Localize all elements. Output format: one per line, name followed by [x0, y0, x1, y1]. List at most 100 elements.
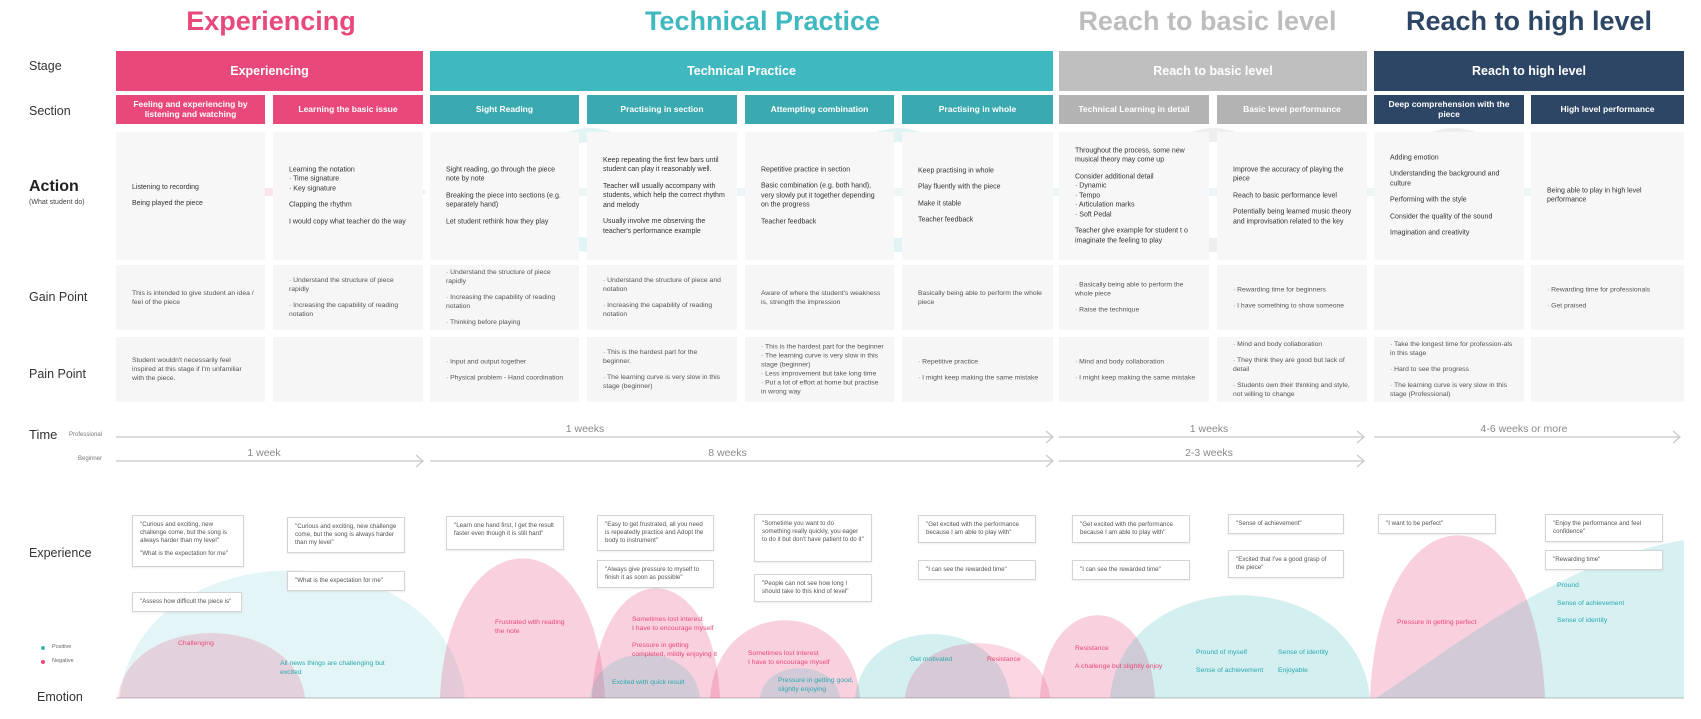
action-cell-3: Sight reading, go through the piece note… — [430, 132, 579, 260]
pain-item: · Repetitive practice — [918, 357, 979, 365]
pain-item: · The learning curve is very slow in thi… — [1390, 382, 1507, 399]
pain-cell-3: · Input and output together · Physical pr… — [430, 337, 579, 402]
quote-bubble: "Get excited with the performance becaus… — [918, 515, 1036, 544]
pain-cell-text: · Mind and body collaboration· They thin… — [1233, 340, 1357, 400]
emotion-curve-negative — [592, 588, 720, 698]
gain-cell-text: · Rewarding time for professionals · Get … — [1547, 285, 1674, 310]
pain-cell-6: · Repetitive practice · I might keep maki… — [902, 337, 1053, 402]
emotion-curve-negative — [710, 620, 860, 698]
emotion-curve-positive — [1110, 595, 1370, 698]
row-label-emotion: Emotion — [37, 690, 83, 704]
action-item: Being played the piece — [132, 200, 203, 208]
gain-item: · Get praised — [1547, 302, 1587, 309]
emotion-curve-negative — [118, 633, 305, 698]
gain-cell-2: · Understand the structure of piece rapi… — [273, 265, 423, 330]
action-item: I would copy what teacher do the way — [289, 218, 406, 226]
gain-cell-6: Basically being able to perform the whol… — [902, 265, 1053, 330]
emotion-label: Resistance — [987, 656, 1021, 663]
action-item: Consider the quality of the sound — [1390, 213, 1493, 221]
section-deep-comprehension: Deep comprehension with the piece — [1374, 95, 1524, 124]
gain-item: Aware of where the student's weakness is… — [761, 289, 881, 306]
title-reach-basic: Reach to basic level — [1078, 6, 1337, 36]
row-label-action-sub: (What student do) — [29, 199, 85, 206]
action-item: Imagination and creativity — [1390, 229, 1470, 237]
section-practising-whole: Practising in whole — [902, 95, 1053, 124]
quote-bubble: "I can see the rewarded time" — [918, 560, 1036, 581]
pain-item: · This is the hardest part for the begin… — [761, 342, 884, 396]
emotion-label: Frustrated with reading the note — [495, 619, 565, 635]
timeline-beginner-3-head — [1356, 454, 1365, 468]
stage-reach-basic: Reach to basic level — [1059, 51, 1367, 91]
timeline-beginner-2-head — [1045, 454, 1054, 468]
action-item: Repetitive practice in section — [761, 166, 851, 174]
action-item: Teacher feedback — [761, 218, 817, 226]
pain-cell-text: · Mind and body collaboration· I might k… — [1075, 357, 1199, 382]
row-label-stage: Stage — [29, 59, 62, 73]
gain-item: · I have something to show someone — [1233, 302, 1345, 309]
pain-item: · Take the longest time for profession-a… — [1390, 340, 1513, 357]
emotion-label: Sometimes lost interest I have to encour… — [748, 650, 830, 666]
emotion-curve-negative — [905, 643, 1050, 698]
row-label-pain: Pain Point — [29, 367, 86, 381]
quote-text: "Rewarding time" — [1553, 556, 1601, 563]
quote-text: "Curious and exciting, new challenge com… — [295, 523, 397, 547]
pain-cell-4: · This is the hardest part for the begin… — [587, 337, 737, 402]
pain-item: · Mind and body collaboration — [1233, 340, 1323, 348]
action-item: Throughout the process, some new musical… — [1075, 147, 1185, 164]
action-item: Make it stable — [918, 200, 962, 208]
timeline-beginner-1-head — [415, 454, 424, 468]
stage-experiencing: Experiencing — [116, 51, 423, 91]
section-high-performance: High level performance — [1531, 95, 1684, 124]
quote-text: "Easy to get frustrated, all you need is… — [605, 521, 704, 545]
quote-bubble: "What is the expectation for me" — [287, 571, 405, 592]
pain-cell-2 — [273, 337, 423, 402]
quote-text: "I can see the rewarded time" — [926, 566, 1007, 573]
quote-bubble: "Sometime you want to do something reall… — [754, 514, 872, 562]
emotion-label: Pround of myself Sense of achievement — [1196, 649, 1264, 674]
pain-item: · Hard to see the progress — [1390, 365, 1469, 373]
row-label-experience: Experience — [29, 546, 92, 560]
gain-cell-text: · Rewarding time for beginners· I have s… — [1233, 285, 1357, 310]
timeline-professional-1-head — [1045, 430, 1054, 444]
row-label-section: Section — [29, 104, 71, 118]
quote-text: "Sometime you want to do something reall… — [762, 520, 864, 544]
quote-text: "Always give pressure to myself to finis… — [605, 566, 700, 582]
gain-cell-10: · Rewarding time for professionals · Get … — [1531, 265, 1684, 330]
quote-bubble: "I can see the rewarded time" — [1072, 560, 1190, 581]
action-item: Clapping the rhythm — [289, 201, 352, 209]
quote-bubble: "People can not see how long I should ta… — [754, 574, 872, 603]
time-professional-1: 1 weeks — [565, 423, 605, 435]
action-item: Adding emotion — [1390, 154, 1439, 162]
quote-bubble: "Rewarding time" — [1545, 550, 1663, 571]
pain-cell-8: · Mind and body collaboration· They thin… — [1217, 337, 1367, 402]
gain-cell-8: · Rewarding time for beginners· I have s… — [1217, 265, 1367, 330]
gain-item: · Understand the structure of piece rapi… — [289, 276, 394, 293]
gain-cell-1: This is intended to give student an idea… — [116, 265, 265, 330]
emotion-label: Pressure in getting good, slightly enjoy… — [778, 677, 854, 693]
gain-item: · Increasing the capability of reading n… — [603, 302, 713, 319]
pain-cell-text: Student wouldn't necessarily feel inspir… — [132, 356, 255, 384]
pain-item: · Input and output together — [446, 357, 527, 365]
gain-item: · Rewarding time for professionals — [1547, 285, 1651, 293]
pain-item: · I might keep making the same mistake — [1075, 374, 1196, 381]
timeline-professional-2-head — [1356, 430, 1365, 444]
action-item: Let student rethink how they play — [446, 218, 549, 226]
gain-item: · Increasing the capability of reading n… — [446, 293, 556, 311]
pain-item: · Physical problem - Hand coordination — [446, 374, 564, 381]
quote-text: "What is the expectation for me" — [295, 577, 383, 584]
pain-cell-text: · Take the longest time for profession-a… — [1390, 340, 1514, 400]
quote-bubble: "Curious and exciting, new challenge com… — [287, 517, 405, 554]
action-item: Understanding the background and culture — [1390, 171, 1500, 188]
action-item: Basic combination (e.g. both hand), very… — [761, 182, 875, 209]
quote-bubble: "Excited that I've a good grasp of the p… — [1228, 550, 1344, 579]
quote-bubble: "Sense of achievement" — [1228, 514, 1344, 535]
section-basic-performance: Basic level performance — [1217, 95, 1367, 124]
gain-item: · Increasing the capability of reading n… — [289, 302, 399, 319]
pain-item: · I might keep making the same mistake — [918, 374, 1039, 381]
action-item: Keep repeating the first few bars until … — [603, 156, 719, 174]
quote-text: "People can not see how long I should ta… — [762, 580, 849, 596]
pain-cell-text: · This is the hardest part for the begin… — [603, 348, 727, 392]
action-item: Breaking the piece into sections (e.g. s… — [446, 192, 561, 209]
